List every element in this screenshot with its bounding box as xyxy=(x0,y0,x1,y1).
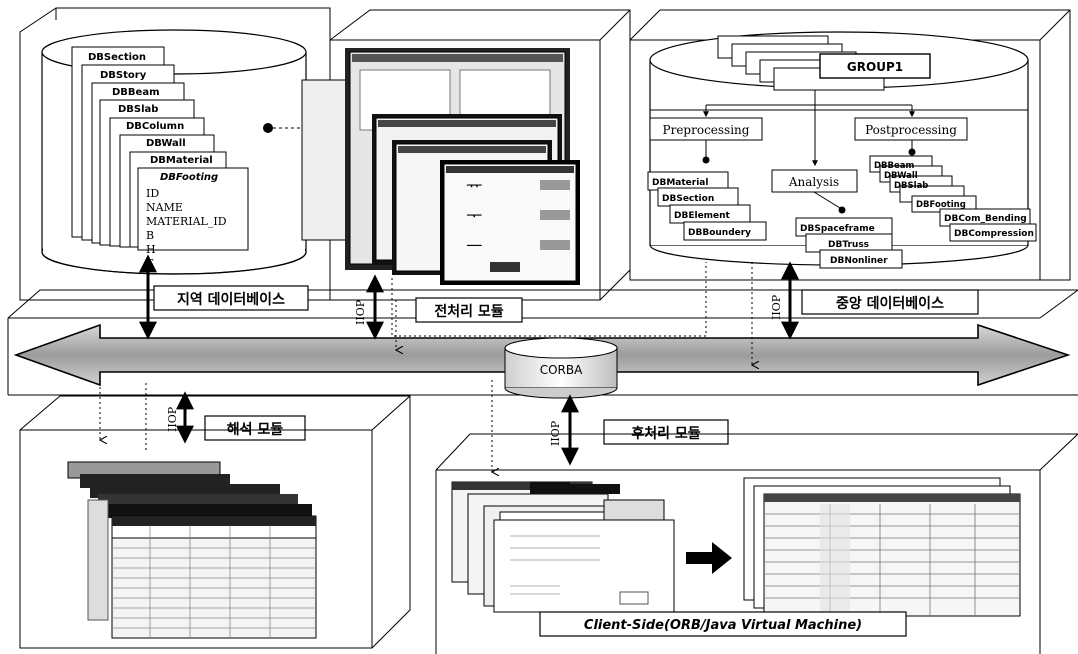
connector-dot xyxy=(263,123,273,133)
field-material-id: MATERIAL_ID xyxy=(146,215,227,228)
structure-glyph: ᅲ xyxy=(466,176,483,197)
table-dbsection: DBSection xyxy=(88,52,146,63)
local-db-panel: DBSection DBStory DBBeam DBSlab DBColumn… xyxy=(20,8,330,300)
table-dbstory: DBStory xyxy=(100,70,147,81)
client-windows-right xyxy=(744,478,1020,616)
client-panel: Client-Side(ORB/Java Virtual Machine) xyxy=(436,434,1078,654)
corba-label: CORBA xyxy=(540,363,583,377)
field-id: ID xyxy=(146,187,159,200)
client-side-label: Client-Side(ORB/Java Virtual Machine) xyxy=(584,618,862,633)
iiop-label: IIOP xyxy=(549,420,562,446)
preprocess-label: 전처리 모듈 xyxy=(434,303,503,320)
post-table-dbfooting: DBFooting xyxy=(916,200,966,210)
post-table-dbwall: DBWall xyxy=(884,171,918,181)
transform-arrow xyxy=(686,542,732,574)
pre-table-dbmaterial: DBMaterial xyxy=(652,178,708,188)
post-table-dbslab: DBSlab xyxy=(894,181,928,191)
corba-cylinder: CORBA xyxy=(505,338,617,398)
field-b: B xyxy=(146,229,154,242)
field-h: H xyxy=(146,243,156,256)
analysis-tables: DBSpaceframe DBTruss DBNonliner xyxy=(796,218,902,268)
preprocess-panel: ᅲ ᅮ ᅳ xyxy=(302,10,630,300)
analysis-table-dbspaceframe: DBSpaceframe xyxy=(800,224,875,234)
preprocess-windows: ᅲ ᅮ ᅳ xyxy=(302,48,580,285)
structure-glyph: ᅮ xyxy=(466,206,483,227)
analysis-windows xyxy=(68,462,316,638)
pre-table-dbboundery: DBBoundery xyxy=(688,228,751,238)
table-dbwall: DBWall xyxy=(146,138,186,149)
iiop-label: IIOP xyxy=(166,406,179,432)
table-dbcolumn: DBColumn xyxy=(126,121,184,132)
field-name: NAME xyxy=(146,201,183,214)
preprocessing-label: Preprocessing xyxy=(663,123,750,137)
analysis-table-dbnonliner: DBNonliner xyxy=(830,256,888,266)
table-dbbeam: DBBeam xyxy=(112,87,160,98)
table-dbmaterial: DBMaterial xyxy=(150,155,213,166)
table-dbslab: DBSlab xyxy=(118,104,158,115)
pre-table-dbelement: DBElement xyxy=(674,211,731,221)
post-table-dbcompression: DBCompression xyxy=(954,229,1034,239)
local-db-label: 지역 데이터베이스 xyxy=(177,291,285,308)
client-windows-left xyxy=(452,482,674,612)
post-table-dbcom-bending: DBCom_Bending xyxy=(944,214,1027,224)
analysis-table-dbtruss: DBTruss xyxy=(828,240,869,250)
analysis-label: Analysis xyxy=(788,175,839,189)
table-dbfooting: DBFooting xyxy=(160,172,218,183)
postprocessing-label: Postprocessing xyxy=(865,123,957,137)
iiop-label: IIOP xyxy=(770,294,783,320)
central-db-label: 중앙 데이터베이스 xyxy=(836,295,944,312)
central-db-panel: GROUP1 Preprocessing Postprocessing Anal… xyxy=(630,10,1070,280)
structure-glyph: ᅳ xyxy=(466,236,483,257)
post-table-dbbeam: DBBeam xyxy=(874,161,915,171)
iiop-label: IIOP xyxy=(354,299,367,325)
pre-table-dbsection: DBSection xyxy=(662,194,714,204)
group-label: GROUP1 xyxy=(847,60,903,74)
